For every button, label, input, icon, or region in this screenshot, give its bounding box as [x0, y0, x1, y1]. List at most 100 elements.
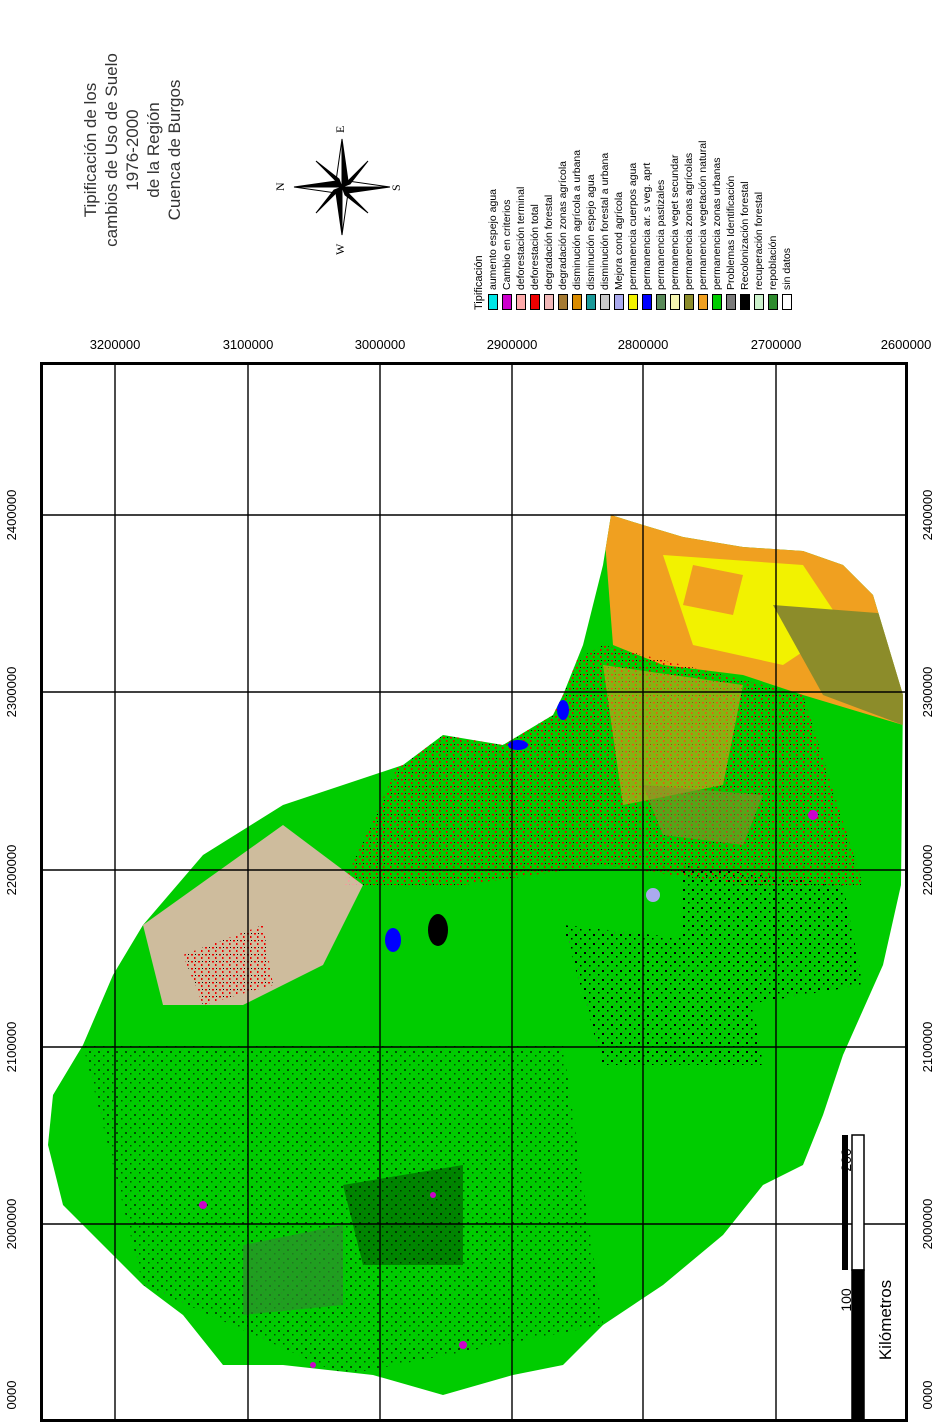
map-title: Tipificación de los cambios de Uso de Su…: [80, 0, 185, 300]
easting-tick-label-partial: 0000: [4, 1380, 19, 1410]
easting-tick-label-partial: 0000: [920, 1380, 935, 1410]
easting-tick-label: 2100000: [4, 1021, 19, 1073]
easting-tick-label: 2300000: [4, 666, 19, 718]
easting-tick-label: 2100000: [920, 1021, 935, 1073]
northing-tick-label: 3200000: [89, 337, 141, 352]
legend-swatch: [516, 294, 526, 310]
legend-item: degradación zonas agrícola: [556, 141, 570, 310]
legend-item: aumento espejo agua: [486, 141, 500, 310]
legend-item: Recolonización forestal: [738, 141, 752, 310]
easting-tick-label: 2000000: [4, 1198, 19, 1250]
legend-swatch: [544, 294, 554, 310]
legend-item: sin datos: [780, 141, 794, 310]
legend-label: permanencia zonas agrícolas: [683, 152, 695, 290]
legend-item: degradación forestal: [542, 141, 556, 310]
legend-swatch: [600, 294, 610, 310]
legend-swatch: [502, 294, 512, 310]
legend-item: Cambio en criterios: [500, 141, 514, 310]
legend-label: degradación forestal: [543, 194, 555, 290]
legend-label: degradación zonas agrícola: [557, 160, 569, 290]
legend-swatch: [670, 294, 680, 310]
legend-item: recuperación forestal: [752, 141, 766, 310]
easting-tick-label: 2200000: [4, 844, 19, 896]
legend-item: disminución agrícola a urbana: [570, 141, 584, 310]
title-line: 1976-2000: [123, 109, 142, 191]
easting-tick-label: 2400000: [920, 489, 935, 541]
legend-swatch: [754, 294, 764, 310]
scale-unit-label: Kilómetros: [876, 1279, 895, 1361]
legend-item: deforestación total: [528, 141, 542, 310]
legend-label: sin datos: [781, 247, 793, 290]
legend-item: deforestación terminal: [514, 141, 528, 310]
legend-label: aumento espejo agua: [487, 189, 499, 290]
legend-label: disminución agrícola a urbana: [571, 149, 583, 290]
easting-tick-label: 2400000: [4, 489, 19, 541]
scale-label-200: 200: [838, 1148, 854, 1172]
legend-item: disminución forestal a urbana: [598, 141, 612, 310]
legend-label: disminución forestal a urbana: [599, 152, 611, 290]
compass-e: E: [333, 126, 347, 133]
legend-swatch: [726, 294, 736, 310]
easting-tick-label: 2200000: [920, 844, 935, 896]
legend-swatch: [782, 294, 792, 310]
legend-item: permanencia cuerpos agua: [626, 141, 640, 310]
legend-swatch: [558, 294, 568, 310]
legend-item: disminución espejo agua: [584, 141, 598, 310]
legend-label: disminución espejo agua: [585, 174, 597, 290]
northing-tick-label: 2900000: [486, 337, 538, 352]
legend-swatch: [656, 294, 666, 310]
title-line: Cuenca de Burgos: [165, 79, 184, 221]
legend-swatch: [712, 294, 722, 310]
legend-label: Recolonización forestal: [739, 181, 751, 290]
legend-swatch: [698, 294, 708, 310]
legend-swatch: [740, 294, 750, 310]
legend-label: permanencia ar. s veg. aprt: [641, 162, 653, 290]
easting-tick-label: 2300000: [920, 666, 935, 718]
scale-bar: [842, 1134, 865, 1420]
legend-swatch: [586, 294, 596, 310]
northing-tick-label: 2700000: [750, 337, 802, 352]
compass-rose-icon: N E S W: [273, 126, 403, 255]
legend-label: recuperación forestal: [753, 191, 765, 290]
legend-label: deforestación terminal: [515, 186, 527, 290]
legend-swatch: [614, 294, 624, 310]
map-area[interactable]: [40, 362, 908, 1422]
legend-label: Cambio en criterios: [501, 199, 513, 290]
northing-tick-label: 2800000: [617, 337, 669, 352]
legend-label: permanencia veget secundar: [669, 154, 681, 290]
legend-swatch: [684, 294, 694, 310]
legend-item: permanencia vegetación natural: [696, 141, 710, 310]
map-grid-overlay: [43, 365, 905, 1419]
legend-item: permanencia pastizales: [654, 141, 668, 310]
legend-item: permanencia zonas urbanas: [710, 141, 724, 310]
title-line: cambios de Uso de Suelo: [102, 53, 121, 247]
legend-label: Mejora cond agrícola: [613, 191, 625, 290]
legend-item: Problemas Identificación: [724, 141, 738, 310]
legend-swatch: [572, 294, 582, 310]
compass-w: W: [333, 243, 347, 255]
legend-label: permanencia pastizales: [655, 179, 667, 290]
legend-swatch: [530, 294, 540, 310]
legend-label: repoblación: [767, 235, 779, 290]
northing-tick-label: 2600000: [880, 337, 932, 352]
legend-item: permanencia veget secundar: [668, 141, 682, 310]
compass-s: S: [389, 184, 403, 191]
title-line: Tipificación de los: [81, 82, 100, 218]
legend-swatch: [642, 294, 652, 310]
legend-item: permanencia ar. s veg. aprt: [640, 141, 654, 310]
legend-label: deforestación total: [529, 204, 541, 290]
legend-label: permanencia cuerpos agua: [627, 162, 639, 290]
northing-tick-label: 3100000: [222, 337, 274, 352]
easting-tick-label: 2000000: [920, 1198, 935, 1250]
northing-tick-label: 3000000: [354, 337, 406, 352]
scale-label-100: 100: [838, 1288, 854, 1312]
legend-swatch: [628, 294, 638, 310]
legend-item: Mejora cond agrícola: [612, 141, 626, 310]
compass-n: N: [273, 182, 287, 191]
legend-item: permanencia zonas agrícolas: [682, 141, 696, 310]
legend-item: repoblación: [766, 141, 780, 310]
legend-swatch: [768, 294, 778, 310]
legend-label: Problemas Identificación: [725, 175, 737, 290]
